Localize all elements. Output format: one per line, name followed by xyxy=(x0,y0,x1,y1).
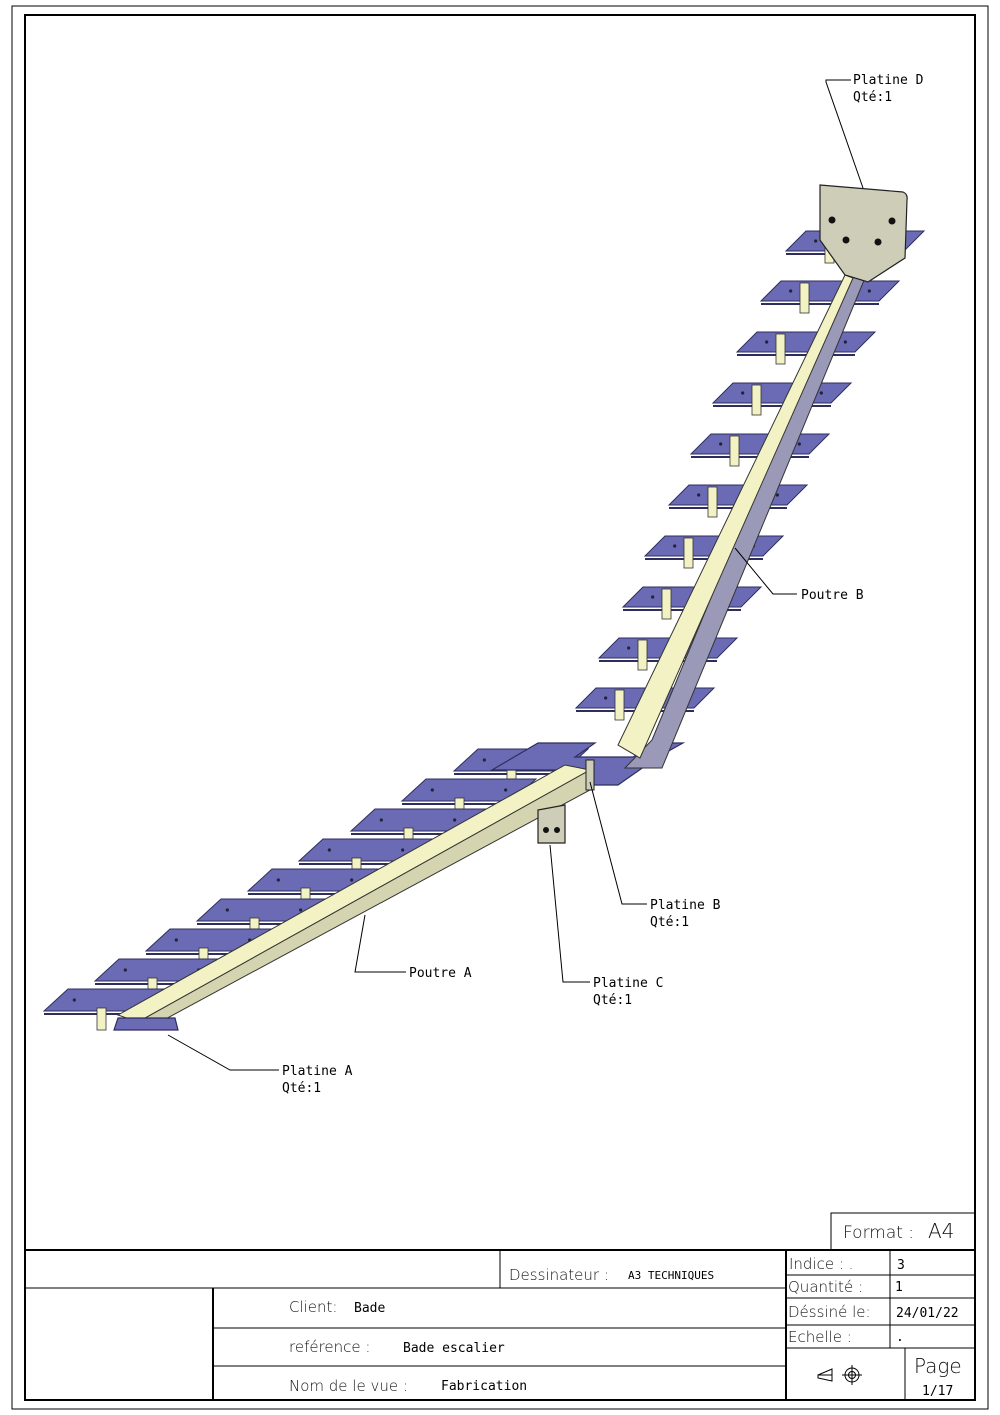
quantite-value: 1 xyxy=(895,1280,903,1295)
tread-support xyxy=(637,639,648,671)
tread-support xyxy=(96,1007,107,1031)
callout-platine-d-name: Platine D xyxy=(853,73,924,88)
tread-support xyxy=(661,588,672,620)
platine-a-plate xyxy=(113,1017,179,1031)
platine-d-hole xyxy=(874,238,882,246)
vue-label: Nom de le vue : xyxy=(289,1377,408,1395)
dessine-label: Déssiné le: xyxy=(788,1303,871,1321)
callout-platine-c-qty: Qté:1 xyxy=(593,993,632,1008)
tread-hole xyxy=(797,442,801,446)
staircase-model xyxy=(42,184,926,1031)
vue-value: Fabrication xyxy=(441,1379,527,1394)
tread-support xyxy=(707,486,718,518)
tread-support xyxy=(729,435,740,467)
platine-c-hole xyxy=(554,827,560,833)
poutre-a-beam-side xyxy=(136,769,591,1023)
tread-support xyxy=(751,384,762,416)
tread-hole xyxy=(174,938,178,942)
tread-hole xyxy=(719,442,723,446)
tread-hole xyxy=(327,848,331,852)
callout-platine-c-name: Platine C xyxy=(593,976,663,991)
platine-c-hole xyxy=(543,827,549,833)
dessine-value: 24/01/22 xyxy=(896,1306,959,1321)
tread-hole xyxy=(697,493,701,497)
tread xyxy=(735,331,877,353)
tread-support xyxy=(683,537,694,569)
tread-hole xyxy=(867,289,871,293)
format-value: A4 xyxy=(928,1219,954,1243)
client-value: Bade xyxy=(354,1301,385,1316)
tread xyxy=(759,280,901,302)
callout-platine-b-qty: Qté:1 xyxy=(650,915,689,930)
tread-support xyxy=(614,689,625,721)
tread-hole xyxy=(843,340,847,344)
callout-platine-d-qty: Qté:1 xyxy=(853,90,892,105)
client-label: Client: xyxy=(289,1298,337,1316)
callout-platine-b-name: Platine B xyxy=(650,898,721,913)
platine-d-hole xyxy=(842,236,850,244)
reference-label: reférence : xyxy=(289,1338,370,1356)
tread-hole xyxy=(276,878,280,882)
dessinateur-value: A3 TECHNIQUES xyxy=(628,1269,714,1282)
callout-poutre-b-name: Poutre B xyxy=(801,588,864,603)
inner-frame xyxy=(24,14,976,1401)
echelle-value: . xyxy=(896,1330,904,1345)
tread-hole xyxy=(430,788,434,792)
format-label: Format : xyxy=(843,1223,914,1243)
tread-hole xyxy=(504,788,508,792)
tread-support xyxy=(799,282,810,314)
first-angle-projection-icon xyxy=(817,1365,862,1385)
lower-flight-treads xyxy=(42,748,590,1031)
callout-platine-a-qty: Qté:1 xyxy=(282,1081,321,1096)
platine-d-hole xyxy=(828,216,836,224)
indice-label: Indice : . xyxy=(789,1255,853,1273)
callout-platine-a-name: Platine A xyxy=(282,1064,353,1079)
quantite-label: Quantité : xyxy=(788,1278,863,1296)
callout-leaders xyxy=(167,79,864,1071)
tread-support xyxy=(775,333,786,365)
tread-hole xyxy=(123,968,127,972)
tread-hole xyxy=(775,493,779,497)
platine-b-plate xyxy=(585,759,595,791)
poutre-b-beam-top xyxy=(617,274,854,759)
tread-hole xyxy=(627,646,631,650)
tread-hole xyxy=(453,818,457,822)
platine-c-plate xyxy=(537,804,566,844)
tread-hole xyxy=(789,289,793,293)
tread-hole xyxy=(814,239,818,243)
title-block xyxy=(25,1212,975,1400)
echelle-label: Echelle : xyxy=(788,1328,852,1346)
tread-hole xyxy=(72,998,76,1002)
tread-hole xyxy=(379,818,383,822)
indice-value: 3 xyxy=(897,1258,905,1273)
tread-hole xyxy=(673,544,677,548)
callout-poutre-a-name: Poutre A xyxy=(409,966,472,981)
dessinateur-label: Dessinateur : xyxy=(509,1266,609,1284)
page-label: Page xyxy=(914,1354,962,1378)
tread-hole xyxy=(819,391,823,395)
poutre-a-beam-top xyxy=(116,764,592,1023)
tread-hole xyxy=(651,595,655,599)
outer-frame xyxy=(11,5,989,1410)
tread-hole xyxy=(604,696,608,700)
reference-value: Bade escalier xyxy=(403,1341,505,1356)
page-value: 1/17 xyxy=(922,1384,953,1399)
tread-hole xyxy=(401,848,405,852)
platine-d-hole xyxy=(888,217,896,225)
tread-hole xyxy=(765,340,769,344)
tread-hole xyxy=(482,758,486,762)
platine-d-plate xyxy=(819,184,908,283)
tread-hole xyxy=(225,908,229,912)
tread-hole xyxy=(299,908,303,912)
tread-hole xyxy=(741,391,745,395)
tread-hole xyxy=(350,878,354,882)
tread xyxy=(711,382,853,404)
